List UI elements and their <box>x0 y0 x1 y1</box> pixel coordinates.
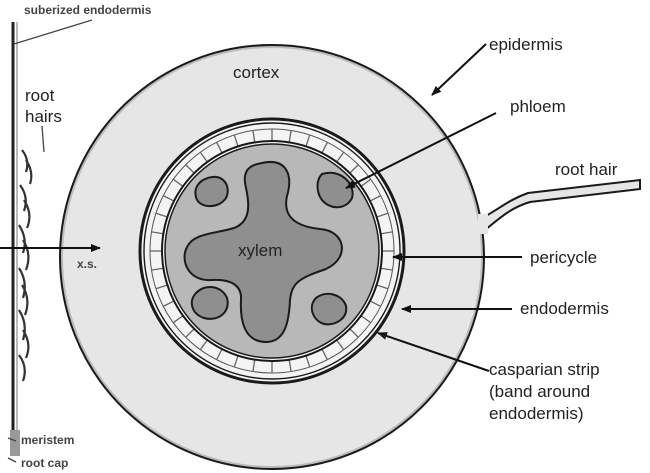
label-pericycle: pericycle <box>530 248 597 267</box>
label-root-hair: root hair <box>555 160 618 179</box>
phloem-patch-bottom-left <box>192 287 228 319</box>
label-suberized-endodermis: suberized endodermis <box>24 3 152 17</box>
root-hair-shape <box>482 180 640 230</box>
label-xylem: xylem <box>238 241 282 260</box>
root-hairs-pointer <box>42 126 44 152</box>
label-root-cap: root cap <box>21 456 68 470</box>
label-endodermis: endodermis <box>520 299 609 318</box>
epidermis-pointer <box>432 44 486 95</box>
label-meristem: meristem <box>21 433 74 447</box>
label-root-hairs-line1: root <box>25 86 55 105</box>
phloem-patch-bottom-right <box>312 294 346 324</box>
label-casparian-strip-line2: (band around <box>489 382 590 401</box>
label-cortex: cortex <box>233 63 280 82</box>
label-root-hairs-line2: hairs <box>25 107 62 126</box>
label-epidermis: epidermis <box>489 35 563 54</box>
label-casparian-strip-line1: casparian strip <box>489 360 600 379</box>
suberized-endodermis-pointer <box>14 20 92 44</box>
label-phloem: phloem <box>510 97 566 116</box>
root-cap-pointer <box>8 458 16 462</box>
label-xs: x.s. <box>77 257 97 271</box>
phloem-patch-top-left <box>195 177 227 206</box>
root-hairs-drawing <box>19 150 31 381</box>
label-casparian-strip-line3: endodermis) <box>489 404 584 423</box>
